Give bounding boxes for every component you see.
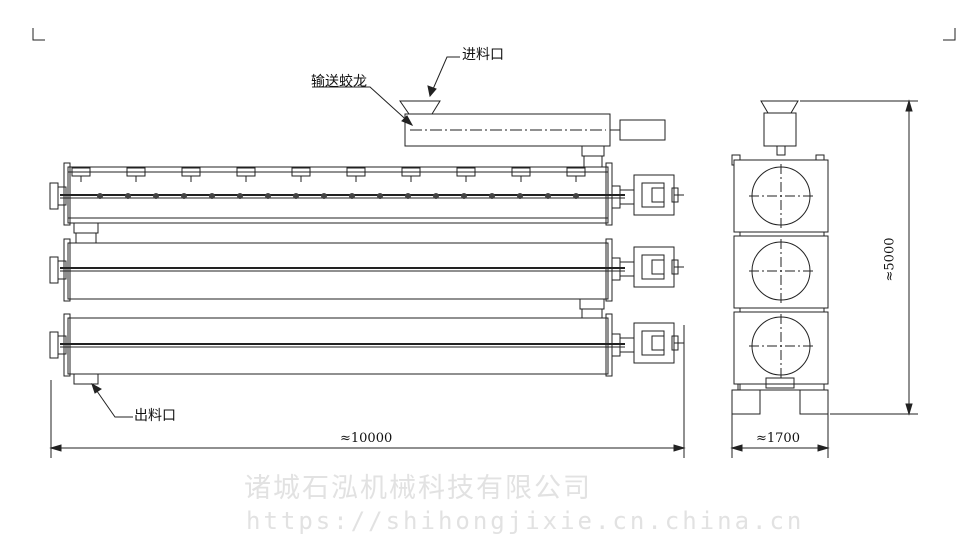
dimension-width — [730, 414, 830, 458]
side-view — [731, 100, 829, 415]
height-dimension-text: ≈5000 — [882, 237, 898, 282]
spray-nozzles — [71, 167, 586, 182]
outlet-label: 出料口 — [134, 408, 176, 424]
length-dimension-text: ≈10000 — [340, 431, 393, 446]
watermark-url: https://shihongjixie.cn.china.cn — [246, 507, 805, 535]
dimension-length — [49, 325, 686, 458]
cylinder-middle — [49, 238, 625, 320]
cylinder-bottom — [49, 313, 625, 385]
cylinder-top — [49, 162, 625, 244]
drive-motors — [611, 174, 684, 364]
dimension-height — [800, 99, 918, 416]
corner-marks — [32, 28, 956, 41]
screw-conveyor-label: 输送蛟龙 — [311, 74, 367, 90]
watermark-company: 诸城石泓机械科技有限公司 — [244, 473, 592, 504]
inlet-label: 进料口 — [462, 47, 504, 63]
screw-conveyor — [399, 100, 666, 169]
width-dimension-text: ≈1700 — [756, 431, 800, 446]
leader-lines — [91, 56, 460, 418]
shaft-paddles — [97, 193, 579, 199]
